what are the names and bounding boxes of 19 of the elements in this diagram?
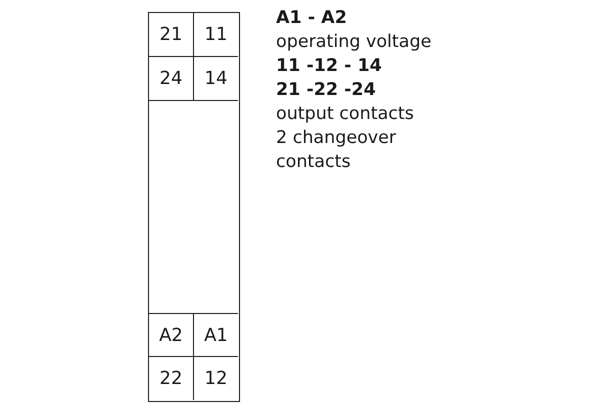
terminal-cell <box>149 13 194 57</box>
terminal-number: 21 <box>160 24 182 45</box>
terminal-cell <box>149 57 194 101</box>
description-text: operating voltage <box>276 31 432 54</box>
terminal-number: 24 <box>160 68 182 89</box>
relay-housing <box>148 12 240 402</box>
terminal-number: 11 <box>204 24 228 45</box>
terminal-number: 22 <box>160 368 182 389</box>
terminal-number: 12 <box>204 368 228 389</box>
terminal-cell <box>194 313 238 357</box>
terminal-designation: A1 - A2 <box>276 7 348 30</box>
terminal-designation: 11 -12 - 14 <box>276 55 383 78</box>
terminal-number: A1 <box>204 324 228 346</box>
terminal-number: A2 <box>159 324 183 346</box>
terminal-cell <box>149 313 194 357</box>
description-text: 2 changeover contacts <box>276 127 398 174</box>
description-text: output contacts <box>276 103 415 126</box>
terminal-designation: 21 -22 -24 <box>276 79 377 102</box>
terminal-number: 14 <box>204 68 228 89</box>
